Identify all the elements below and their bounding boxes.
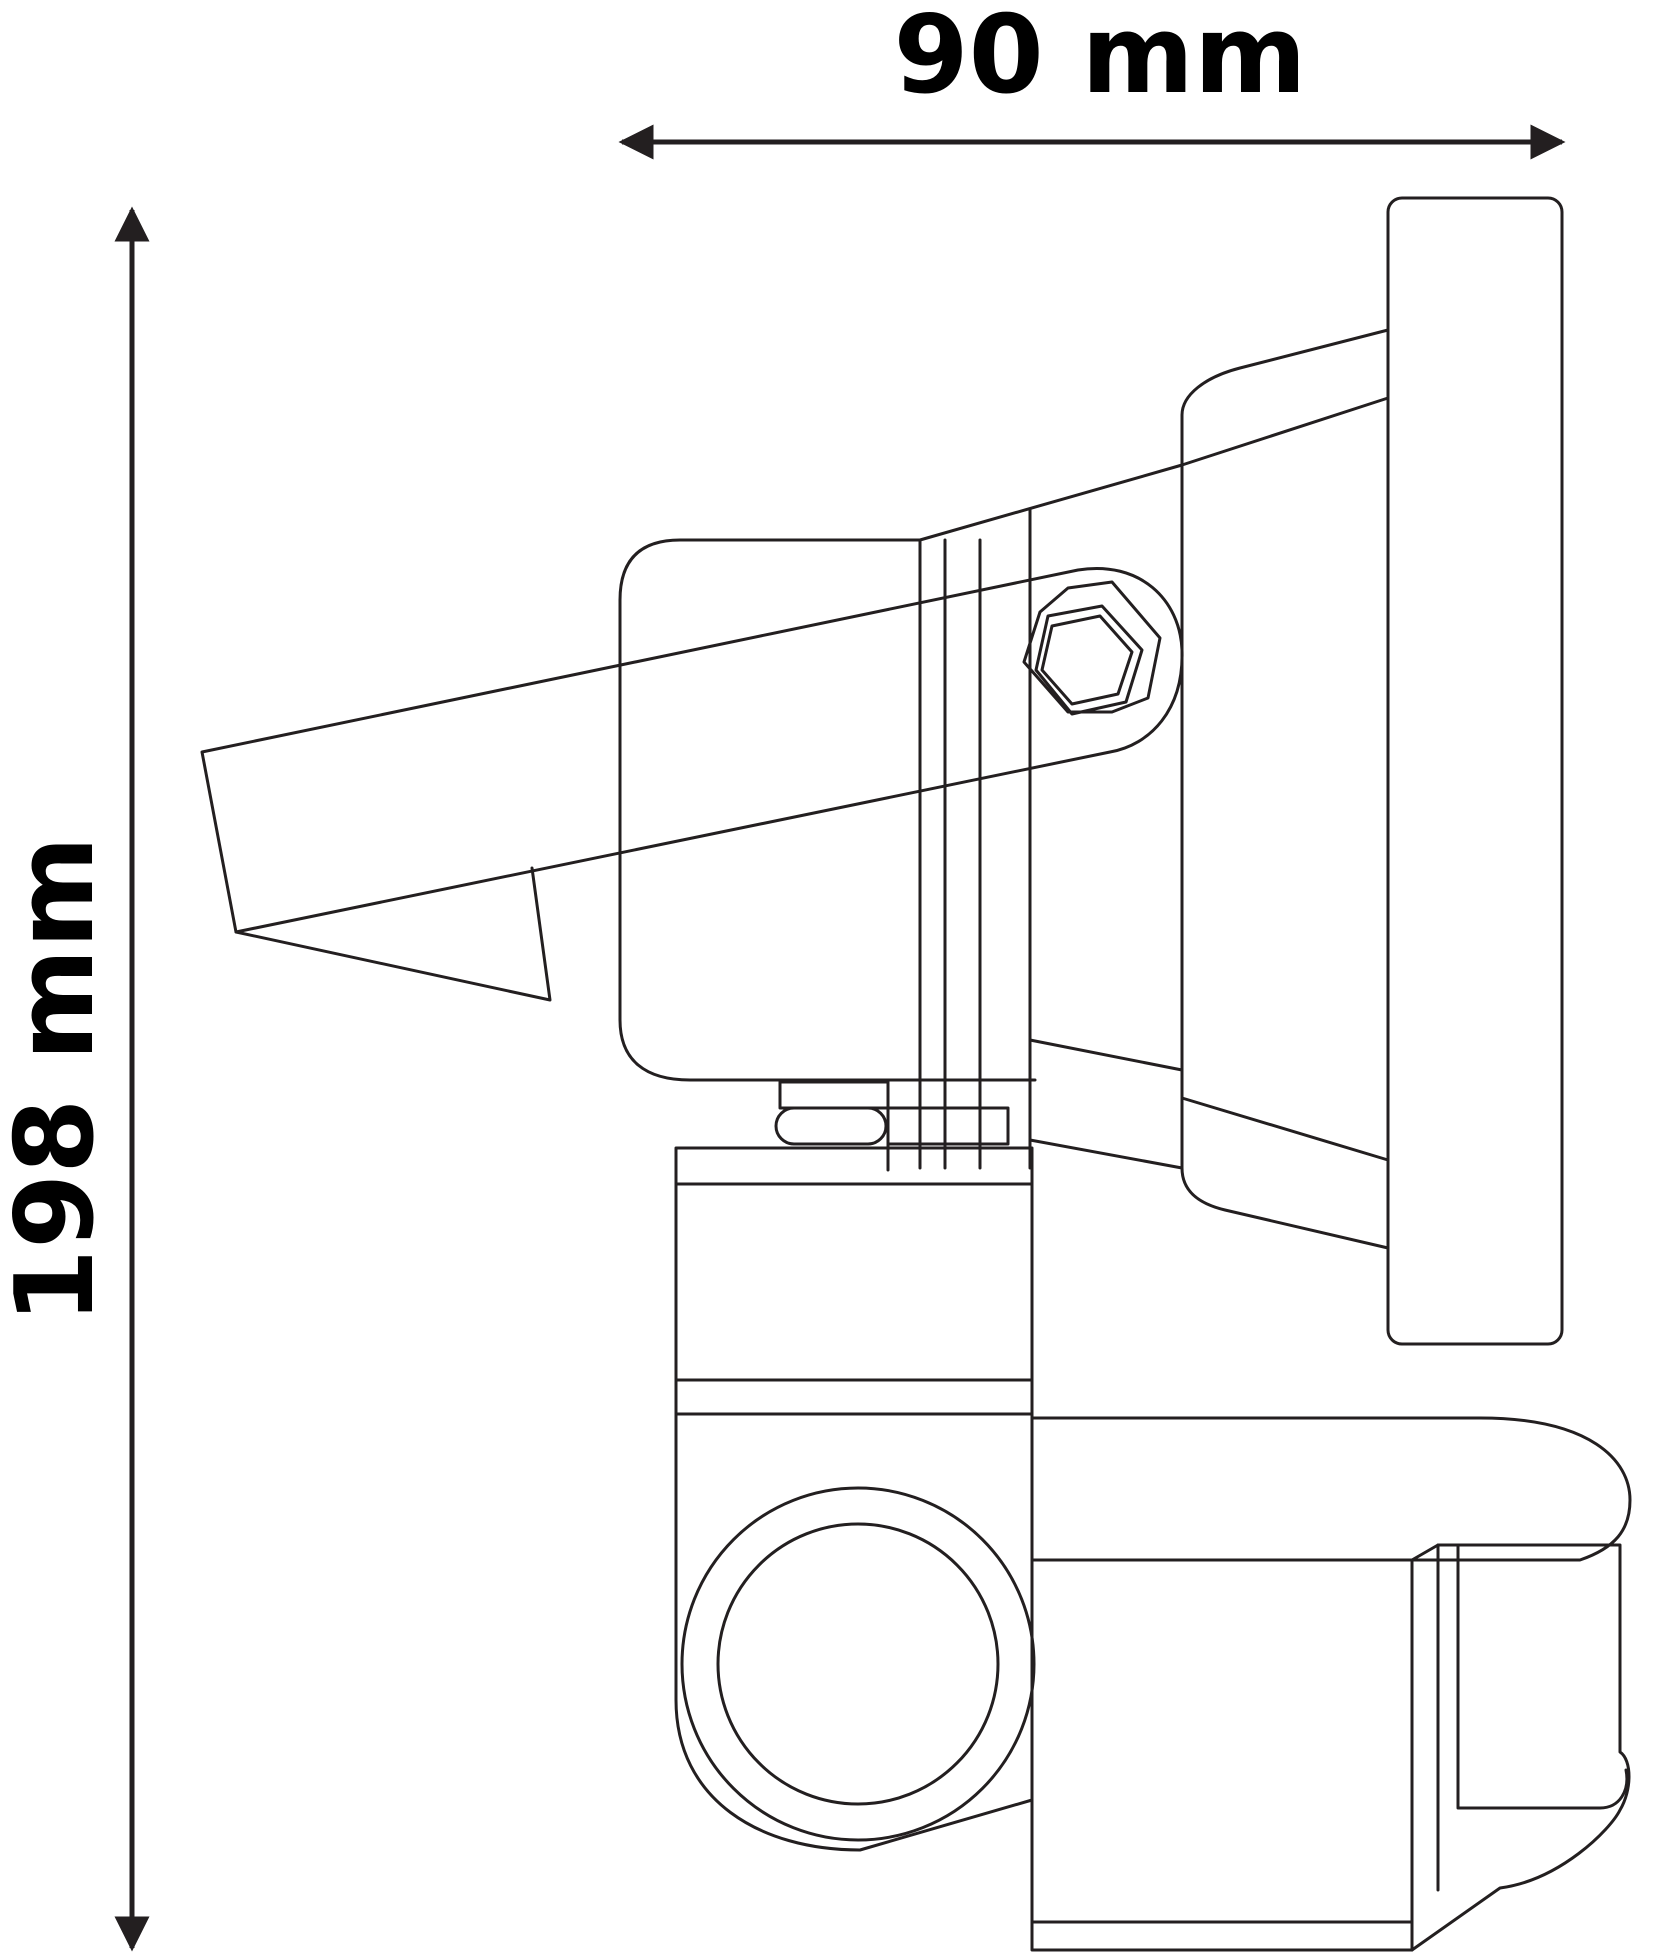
pir-sensor-housing — [1030, 1416, 1632, 1562]
width-dimension-label: 90 mm — [894, 0, 1307, 118]
hex-bolt-inner — [1034, 604, 1144, 716]
sensor-swivel — [674, 1412, 1034, 1852]
sensor-knob-inner — [716, 1522, 1000, 1806]
lamp-housing — [1180, 328, 1390, 1250]
lamp-rear-housing — [618, 463, 1184, 1082]
mounting-bracket — [200, 567, 1184, 934]
pir-lens — [1410, 1543, 1631, 1952]
lamp-front-panel — [1386, 196, 1564, 1346]
height-dimension-label: 198 mm — [0, 836, 118, 1324]
sensor-knob-outer — [680, 1486, 1036, 1842]
width-dimension: 90 mm — [618, 0, 1566, 160]
height-dimension: 198 mm — [0, 206, 150, 1952]
hex-bolt-outer — [1022, 580, 1162, 714]
hex-bolt-core — [1040, 614, 1134, 706]
hinge-block — [778, 1080, 890, 1110]
hinge-roller — [774, 1106, 888, 1146]
pir-sensor-body — [1030, 1558, 1414, 1952]
floodlight-outline — [200, 196, 1632, 1952]
